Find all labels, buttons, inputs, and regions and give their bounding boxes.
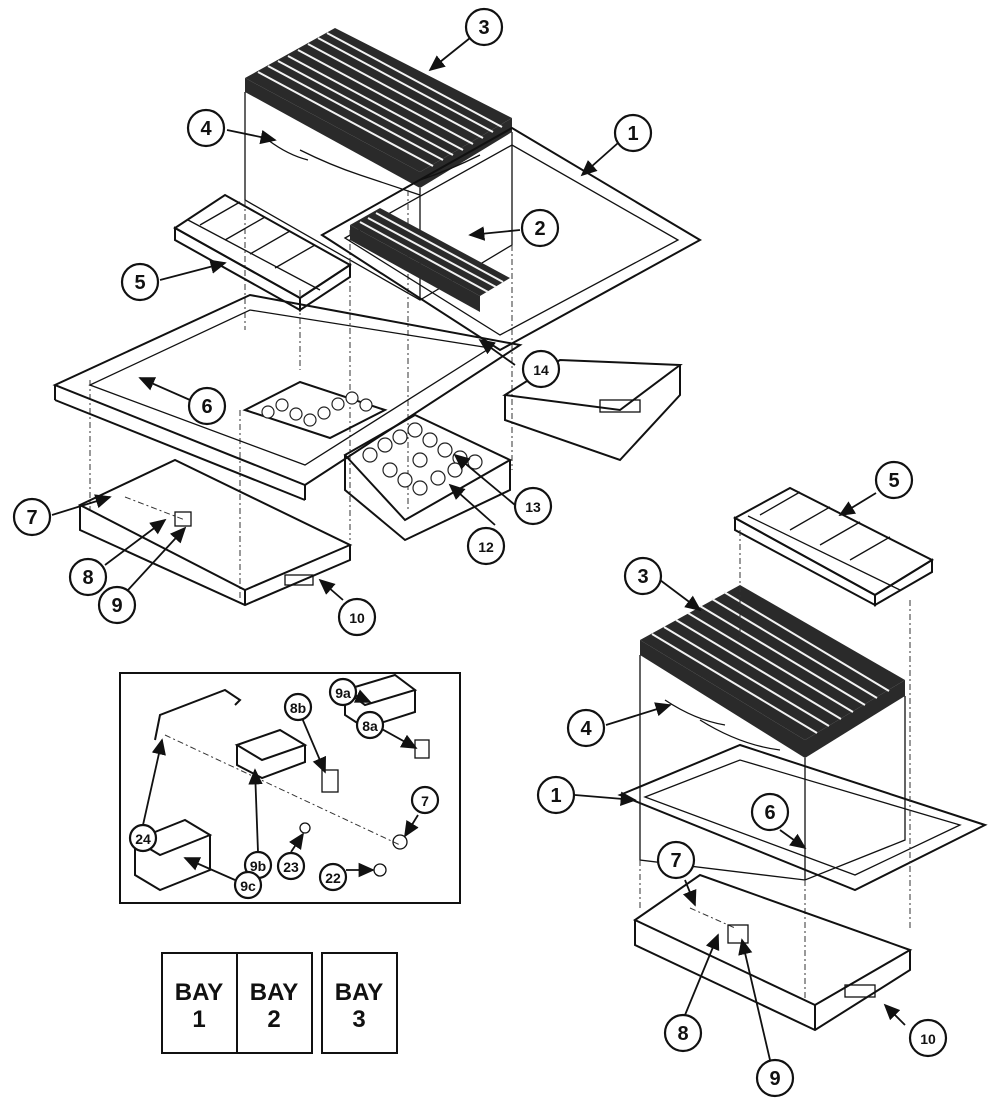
inset-callout-9c: 9c <box>233 870 263 900</box>
callout-7-right: 7 <box>656 840 696 880</box>
svg-text:4: 4 <box>580 718 592 740</box>
inset-callout-23: 23 <box>276 851 306 881</box>
callout-6-right: 6 <box>750 792 790 832</box>
svg-text:7: 7 <box>26 507 37 529</box>
bay-legend: BAY 1 BAY 2 BAY 3 <box>161 952 398 1054</box>
svg-text:4: 4 <box>200 118 212 140</box>
right-assembly <box>617 486 988 1032</box>
callout-3-right: 3 <box>623 556 663 596</box>
callout-10-right: 10 <box>908 1018 948 1058</box>
callout-9-left: 9 <box>97 585 137 625</box>
svg-text:1: 1 <box>627 123 638 145</box>
left-assembly <box>52 28 703 607</box>
svg-text:10: 10 <box>349 610 365 626</box>
svg-text:8b: 8b <box>290 700 306 716</box>
svg-text:14: 14 <box>533 362 549 378</box>
callout-9-right: 9 <box>755 1058 795 1098</box>
bay-1-label-line1: BAY <box>175 979 223 1006</box>
svg-text:9: 9 <box>111 595 122 617</box>
inset-callout-22: 22 <box>318 862 348 892</box>
bay-3-label-line2: 3 <box>352 1006 365 1033</box>
rock-tray-12-13 <box>343 413 513 542</box>
switch-detail-inset <box>119 672 461 904</box>
bay-2-label-line1: BAY <box>250 979 298 1006</box>
callout-1-right: 1 <box>536 775 576 815</box>
callout-5-left: 5 <box>120 262 160 302</box>
top-grill-part-3-right <box>640 585 905 758</box>
svg-text:23: 23 <box>283 859 299 875</box>
svg-text:9a: 9a <box>335 685 351 701</box>
inset-callout-9a: 9a <box>328 677 358 707</box>
svg-text:8: 8 <box>82 567 93 589</box>
drip-pan-part-10-right <box>633 873 913 1032</box>
svg-text:5: 5 <box>888 470 899 492</box>
grate-part-5 <box>173 193 352 312</box>
svg-text:6: 6 <box>764 802 775 824</box>
svg-text:7: 7 <box>670 850 681 872</box>
svg-text:6: 6 <box>201 396 212 418</box>
frame-part-1-right <box>617 743 988 892</box>
svg-text:13: 13 <box>525 499 541 515</box>
callout-6-left: 6 <box>187 386 227 426</box>
svg-text:8: 8 <box>677 1023 688 1045</box>
svg-text:9: 9 <box>769 1068 780 1090</box>
callouts: 1 2 3 4 5 6 7 8 9 10 12 13 14 5 3 4 1 6 … <box>12 7 948 1098</box>
callout-2: 2 <box>520 208 560 248</box>
callout-3-left: 3 <box>464 7 504 47</box>
bay-2-label-line2: 2 <box>267 1006 280 1033</box>
inset-callout-24: 24 <box>128 823 158 853</box>
svg-text:8a: 8a <box>362 718 378 734</box>
svg-text:10: 10 <box>920 1031 936 1047</box>
svg-text:1: 1 <box>550 785 561 807</box>
callout-14: 14 <box>521 349 561 389</box>
svg-text:3: 3 <box>637 566 648 588</box>
callout-8-left: 8 <box>68 557 108 597</box>
bay-1-label-line2: 1 <box>192 1006 205 1033</box>
callout-1-left: 1 <box>613 113 653 153</box>
svg-text:7: 7 <box>421 793 429 809</box>
top-grill-part-3 <box>245 28 512 188</box>
svg-text:9c: 9c <box>240 878 256 894</box>
svg-text:9b: 9b <box>250 858 266 874</box>
frame-part-1 <box>320 126 703 352</box>
callout-12: 12 <box>466 526 506 566</box>
callout-10-left: 10 <box>337 597 377 637</box>
svg-text:22: 22 <box>325 870 341 886</box>
callout-4-right: 4 <box>566 708 606 748</box>
left-guide-lines <box>89 190 513 600</box>
callout-7-left: 7 <box>12 497 52 537</box>
drip-pan-part-10 <box>77 458 353 607</box>
svg-text:3: 3 <box>478 17 489 39</box>
svg-text:5: 5 <box>134 272 145 294</box>
svg-text:2: 2 <box>534 218 545 240</box>
inset-callout-8a: 8a <box>355 710 385 740</box>
bay-3-label-line1: BAY <box>335 979 383 1006</box>
right-guide-lines <box>639 530 911 1000</box>
rock-tray-left <box>242 380 388 440</box>
briquette-grill-part-2 <box>350 208 510 312</box>
leader-lines <box>51 37 906 1061</box>
grate-part-5-right <box>732 486 935 607</box>
svg-text:24: 24 <box>135 831 151 847</box>
callout-5-right: 5 <box>874 460 914 500</box>
callout-13: 13 <box>513 486 553 526</box>
callout-4-left: 4 <box>186 108 226 148</box>
svg-text:12: 12 <box>478 539 494 555</box>
inset-callout-8b: 8b <box>283 692 313 722</box>
inset-callout-7: 7 <box>410 785 440 815</box>
callout-8-right: 8 <box>663 1013 703 1053</box>
